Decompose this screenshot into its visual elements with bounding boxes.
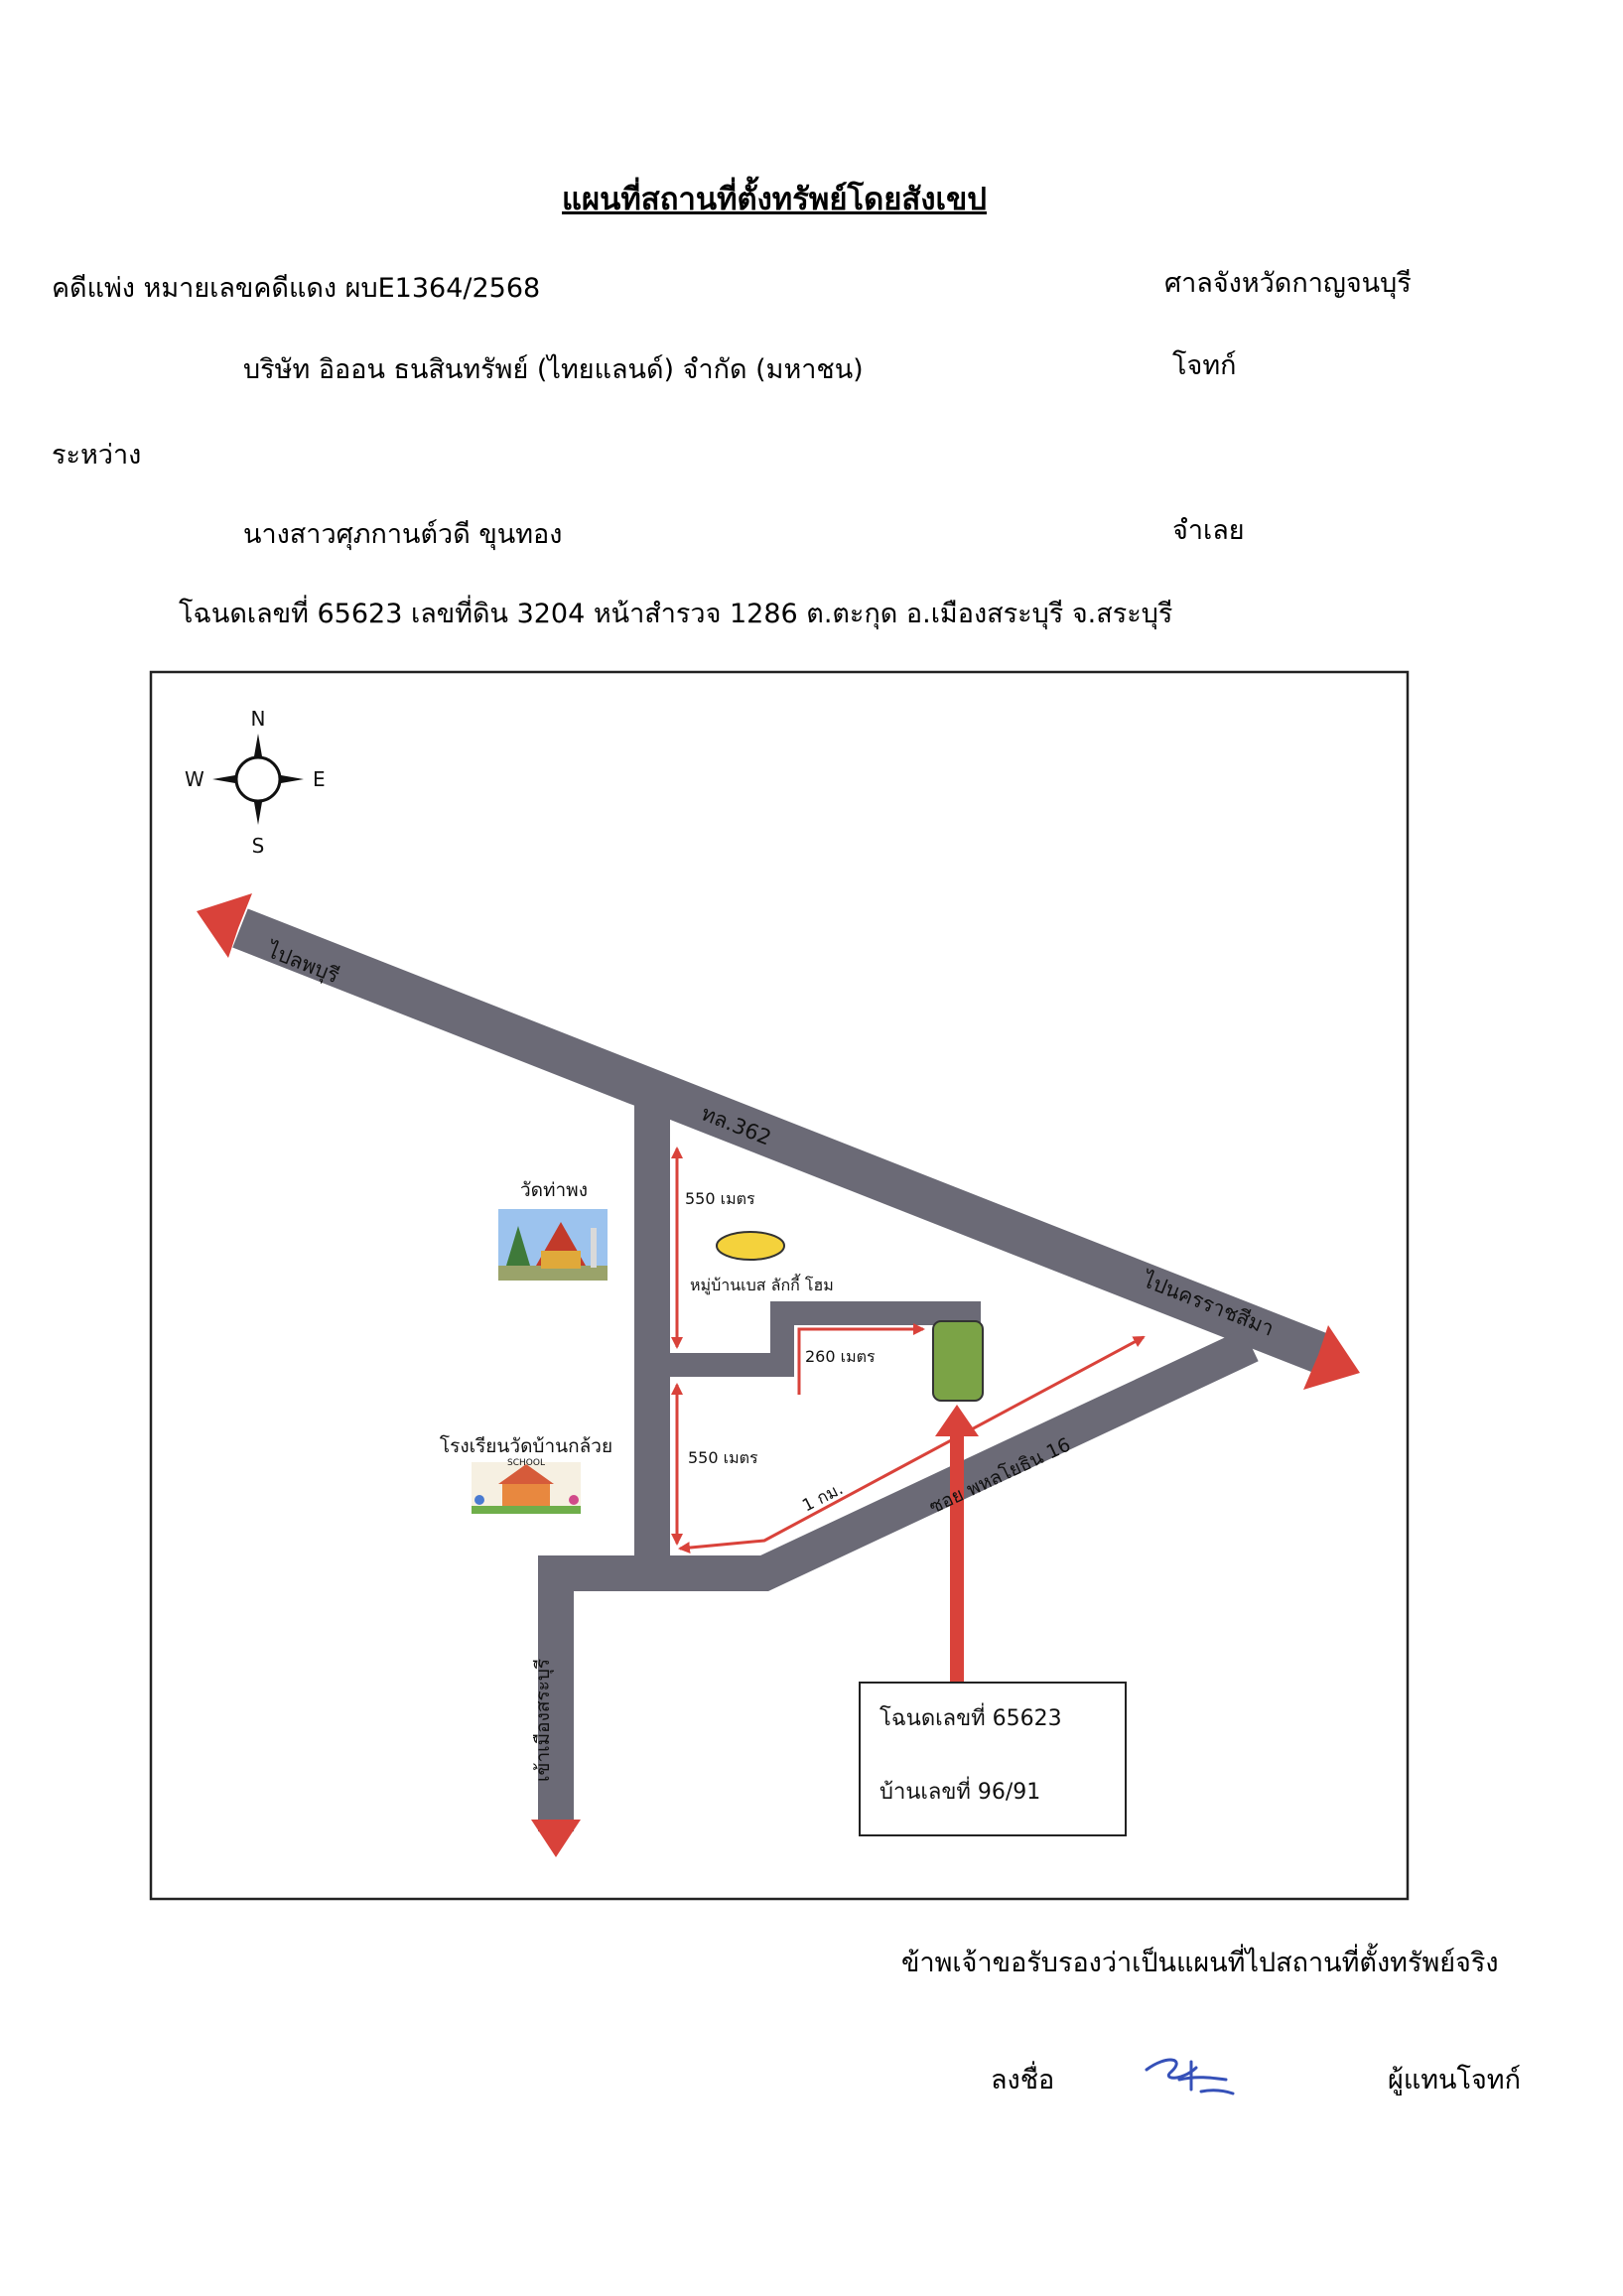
distance-550-lower-label: 550 เมตร (688, 1448, 758, 1467)
page-title: แผนที่สถานที่ตั้งทรัพย์โดยสังเขป (562, 182, 987, 217)
deed-details: โฉนดเลขที่ 65623 เลขที่ดิน 3204 หน้าสำรว… (179, 599, 1173, 629)
arrow-to-city-icon (531, 1820, 581, 1857)
distance-arrow-1km (678, 1335, 1146, 1554)
court-name: ศาลจังหวัดกาญจนบุรี (1164, 268, 1412, 299)
road-to-city (538, 1555, 670, 1831)
arrow-to-korat-icon (1303, 1325, 1360, 1390)
roads (232, 908, 1333, 1831)
distance-260-label: 260 เมตร (805, 1347, 876, 1366)
deed-box-number: โฉนดเลขที่ 65623 (879, 1702, 1062, 1731)
temple-label: วัดท่าพง (520, 1179, 588, 1201)
compass-south: S (252, 834, 265, 858)
map-border (149, 670, 1410, 1901)
road-to-city-label: เข้าเมืองสระบุรี (532, 1659, 555, 1782)
defendant-name: นางสาวศุภกานต์วดี ขุนทอง (243, 519, 563, 550)
plaintiff-role: โจทก์ (1172, 350, 1237, 381)
case-number: คดีแพ่ง หมายเลขคดีแดง ผบE1364/2568 (52, 273, 541, 304)
signature-role: ผู้แทนโจทก์ (1388, 2065, 1521, 2095)
location-map: N S E W (149, 670, 1410, 1901)
highway-362 (232, 908, 1333, 1375)
school-label: โรงเรียนวัดบ้านกล้วย (440, 1434, 612, 1457)
certification-text: ข้าพเจ้าขอรับรองว่าเป็นแผนที่ไปสถานที่ตั… (901, 1948, 1499, 1978)
plaintiff-name: บริษัท อิออน ธนสินทรัพย์ (ไทยแลนด์) จำกั… (243, 354, 864, 385)
between-label: ระหว่าง (52, 440, 142, 471)
compass-rose-icon (212, 734, 304, 825)
school-sign-text: SCHOOL (507, 1458, 545, 1468)
village-label: หมู่บ้านเบส ลักกี้ โฮม (690, 1274, 834, 1295)
distance-550-upper-label: 550 เมตร (685, 1189, 755, 1208)
school-picture (472, 1462, 581, 1514)
arrow-to-lopburi-icon (197, 893, 252, 958)
compass-west: W (185, 767, 204, 791)
deed-box-house-number: บ้านเลขที่ 96/91 (879, 1776, 1040, 1805)
defendant-role: จำเลย (1172, 515, 1245, 546)
signature-mark (1145, 2058, 1235, 2095)
compass-east: E (313, 767, 326, 791)
compass-north: N (251, 707, 266, 731)
signature-label: ลงชื่อ (991, 2065, 1055, 2095)
village-marker-icon (716, 1231, 785, 1261)
deed-info-box (859, 1682, 1127, 1836)
property-parcel (932, 1320, 984, 1402)
temple-picture (498, 1209, 608, 1281)
